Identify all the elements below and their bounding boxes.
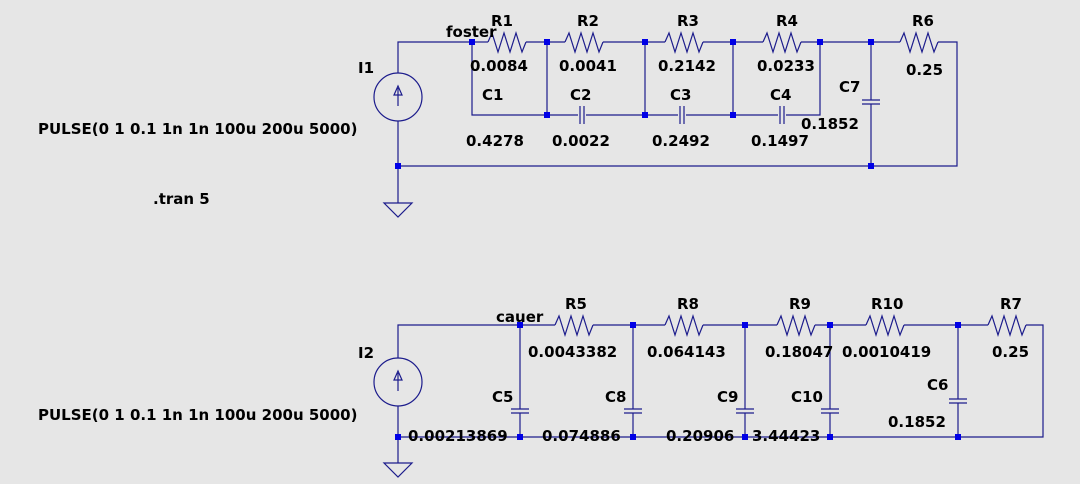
resistor-value-r7[interactable]: 0.25 [992, 343, 1029, 361]
spice-directive[interactable]: .tran 5 [153, 190, 210, 208]
resistor-value-r4[interactable]: 0.0233 [757, 57, 815, 75]
resistor-r2-icon[interactable] [564, 31, 604, 54]
capacitor-name-c1[interactable]: C1 [482, 86, 503, 104]
arrow-up-icon [393, 84, 403, 96]
capacitor-name-c5[interactable]: C5 [492, 388, 513, 406]
resistor-name-r2[interactable]: R2 [577, 12, 599, 30]
capacitor-name-c8[interactable]: C8 [605, 388, 626, 406]
arrow-up-icon [393, 369, 403, 381]
capacitor-name-c6[interactable]: C6 [927, 376, 948, 394]
resistor-value-r3[interactable]: 0.2142 [658, 57, 716, 75]
resistor-r7-icon[interactable] [987, 314, 1027, 337]
capacitor-c9-icon[interactable] [736, 408, 754, 414]
resistor-value-r6[interactable]: 0.25 [906, 61, 943, 79]
capacitor-c3-icon[interactable] [679, 106, 685, 124]
capacitor-name-c4[interactable]: C4 [770, 86, 791, 104]
capacitor-value-c4[interactable]: 0.1497 [751, 132, 809, 150]
resistor-name-r7[interactable]: R7 [1000, 295, 1022, 313]
source-value-i2[interactable]: PULSE(0 1 0.1 1n 1n 100u 200u 5000) [38, 406, 357, 424]
resistor-name-r10[interactable]: R10 [871, 295, 903, 313]
ground-symbol-icon [382, 437, 414, 478]
capacitor-value-c8[interactable]: 0.074886 [542, 427, 621, 445]
capacitor-name-c2[interactable]: C2 [570, 86, 591, 104]
resistor-value-r2[interactable]: 0.0041 [559, 57, 617, 75]
foster-network: foster I1 PULSE(0 1 0.1 1n 1n 100u 200u … [38, 12, 958, 218]
resistor-r10-icon[interactable] [865, 314, 905, 337]
capacitor-value-c3[interactable]: 0.2492 [652, 132, 710, 150]
source-name-i2[interactable]: I2 [358, 344, 374, 362]
capacitor-value-c2[interactable]: 0.0022 [552, 132, 610, 150]
resistor-value-r8[interactable]: 0.064143 [647, 343, 726, 361]
resistor-r1-icon[interactable] [487, 31, 527, 54]
capacitor-name-c9[interactable]: C9 [717, 388, 738, 406]
capacitor-value-c9[interactable]: 0.20906 [666, 427, 734, 445]
resistor-value-r5[interactable]: 0.0043382 [528, 343, 617, 361]
source-value-i1[interactable]: PULSE(0 1 0.1 1n 1n 100u 200u 5000) [38, 120, 357, 138]
capacitor-c2-icon[interactable] [579, 106, 585, 124]
resistor-r3-icon[interactable] [664, 31, 704, 54]
capacitor-value-c7[interactable]: 0.1852 [801, 115, 859, 133]
resistor-name-r3[interactable]: R3 [677, 12, 699, 30]
resistor-r6-icon[interactable] [899, 31, 939, 54]
capacitor-c6-icon[interactable] [949, 398, 967, 404]
capacitor-value-c5[interactable]: 0.00213869 [408, 427, 508, 445]
resistor-name-r6[interactable]: R6 [912, 12, 934, 30]
capacitor-name-c3[interactable]: C3 [670, 86, 691, 104]
capacitor-value-c1[interactable]: 0.4278 [466, 132, 524, 150]
capacitor-name-c7[interactable]: C7 [839, 78, 860, 96]
capacitor-c5-icon[interactable] [511, 408, 529, 414]
capacitor-c4-icon[interactable] [779, 106, 785, 124]
resistor-r4-icon[interactable] [762, 31, 802, 54]
resistor-value-r10[interactable]: 0.0010419 [842, 343, 931, 361]
resistor-name-r1[interactable]: R1 [491, 12, 513, 30]
resistor-value-r9[interactable]: 0.18047 [765, 343, 833, 361]
capacitor-c8-icon[interactable] [624, 408, 642, 414]
net-label-foster[interactable]: foster [446, 23, 497, 41]
cauer-network: cauer I2 PULSE(0 1 0.1 1n 1n 100u 200u 5… [38, 295, 1044, 478]
resistor-name-r4[interactable]: R4 [776, 12, 798, 30]
current-source-i1[interactable] [373, 72, 423, 122]
junction-node [469, 39, 475, 45]
resistor-r8-icon[interactable] [664, 314, 704, 337]
capacitor-c10-icon[interactable] [821, 408, 839, 414]
capacitor-value-c6[interactable]: 0.1852 [888, 413, 946, 431]
wire [397, 41, 472, 73]
capacitor-c7-icon[interactable] [862, 99, 880, 105]
capacitor-value-c10[interactable]: 3.44423 [752, 427, 820, 445]
resistor-name-r9[interactable]: R9 [789, 295, 811, 313]
current-source-i2[interactable] [373, 357, 423, 407]
resistor-name-r8[interactable]: R8 [677, 295, 699, 313]
net-label-cauer[interactable]: cauer [496, 308, 544, 326]
ground-symbol-icon [382, 166, 414, 218]
capacitor-name-c10[interactable]: C10 [791, 388, 823, 406]
resistor-name-r5[interactable]: R5 [565, 295, 587, 313]
source-name-i1[interactable]: I1 [358, 59, 374, 77]
resistor-r5-icon[interactable] [554, 314, 594, 337]
resistor-r9-icon[interactable] [776, 314, 816, 337]
resistor-value-r1[interactable]: 0.0084 [470, 57, 528, 75]
